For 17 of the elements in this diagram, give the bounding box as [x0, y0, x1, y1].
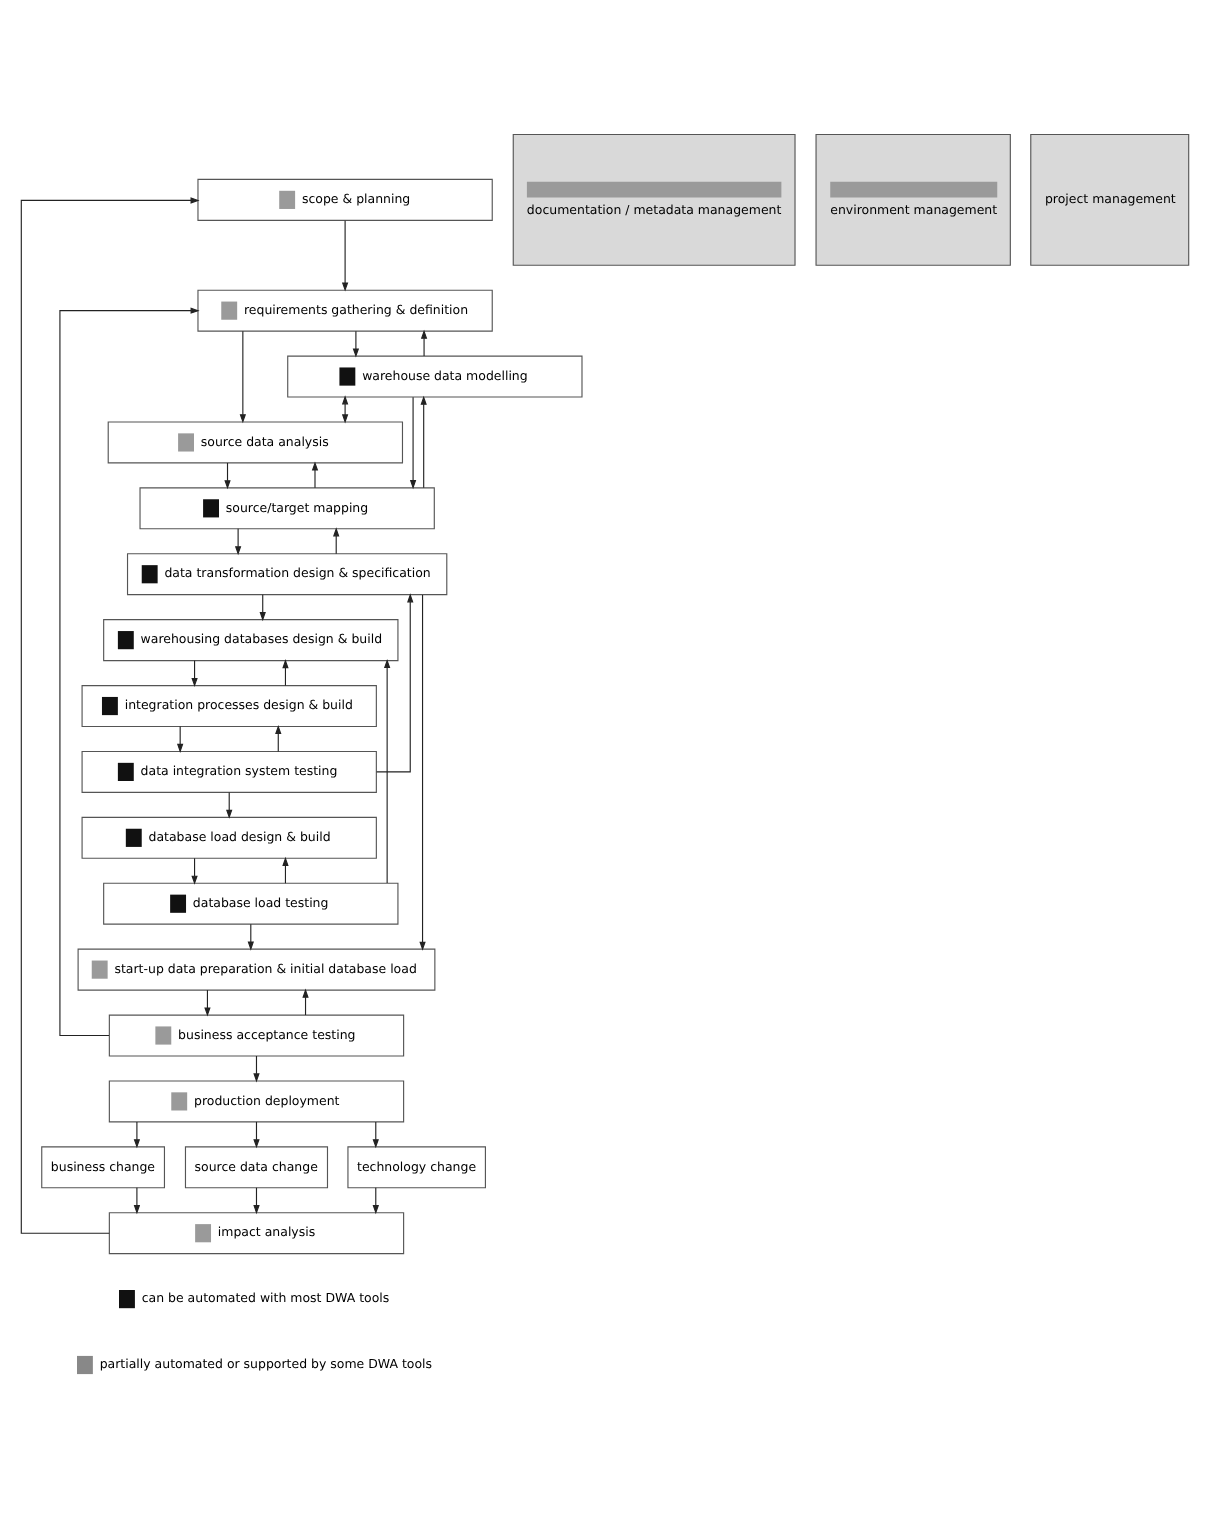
- arrow: [383, 658, 391, 883]
- arrow: [226, 790, 233, 818]
- arrow: [376, 592, 414, 772]
- arrow: [191, 856, 198, 884]
- arrow: [352, 329, 360, 357]
- arrow: [420, 328, 428, 356]
- arrow: [234, 527, 242, 555]
- arrow: [341, 219, 349, 291]
- arrow: [420, 394, 427, 488]
- arrow: [341, 394, 349, 423]
- arrow: [419, 593, 426, 950]
- arrow: [409, 395, 417, 489]
- arrow: [133, 1186, 141, 1214]
- arrow: [282, 658, 289, 686]
- arrow: [311, 460, 319, 488]
- arrow: [239, 329, 247, 423]
- arrow: [133, 1120, 141, 1148]
